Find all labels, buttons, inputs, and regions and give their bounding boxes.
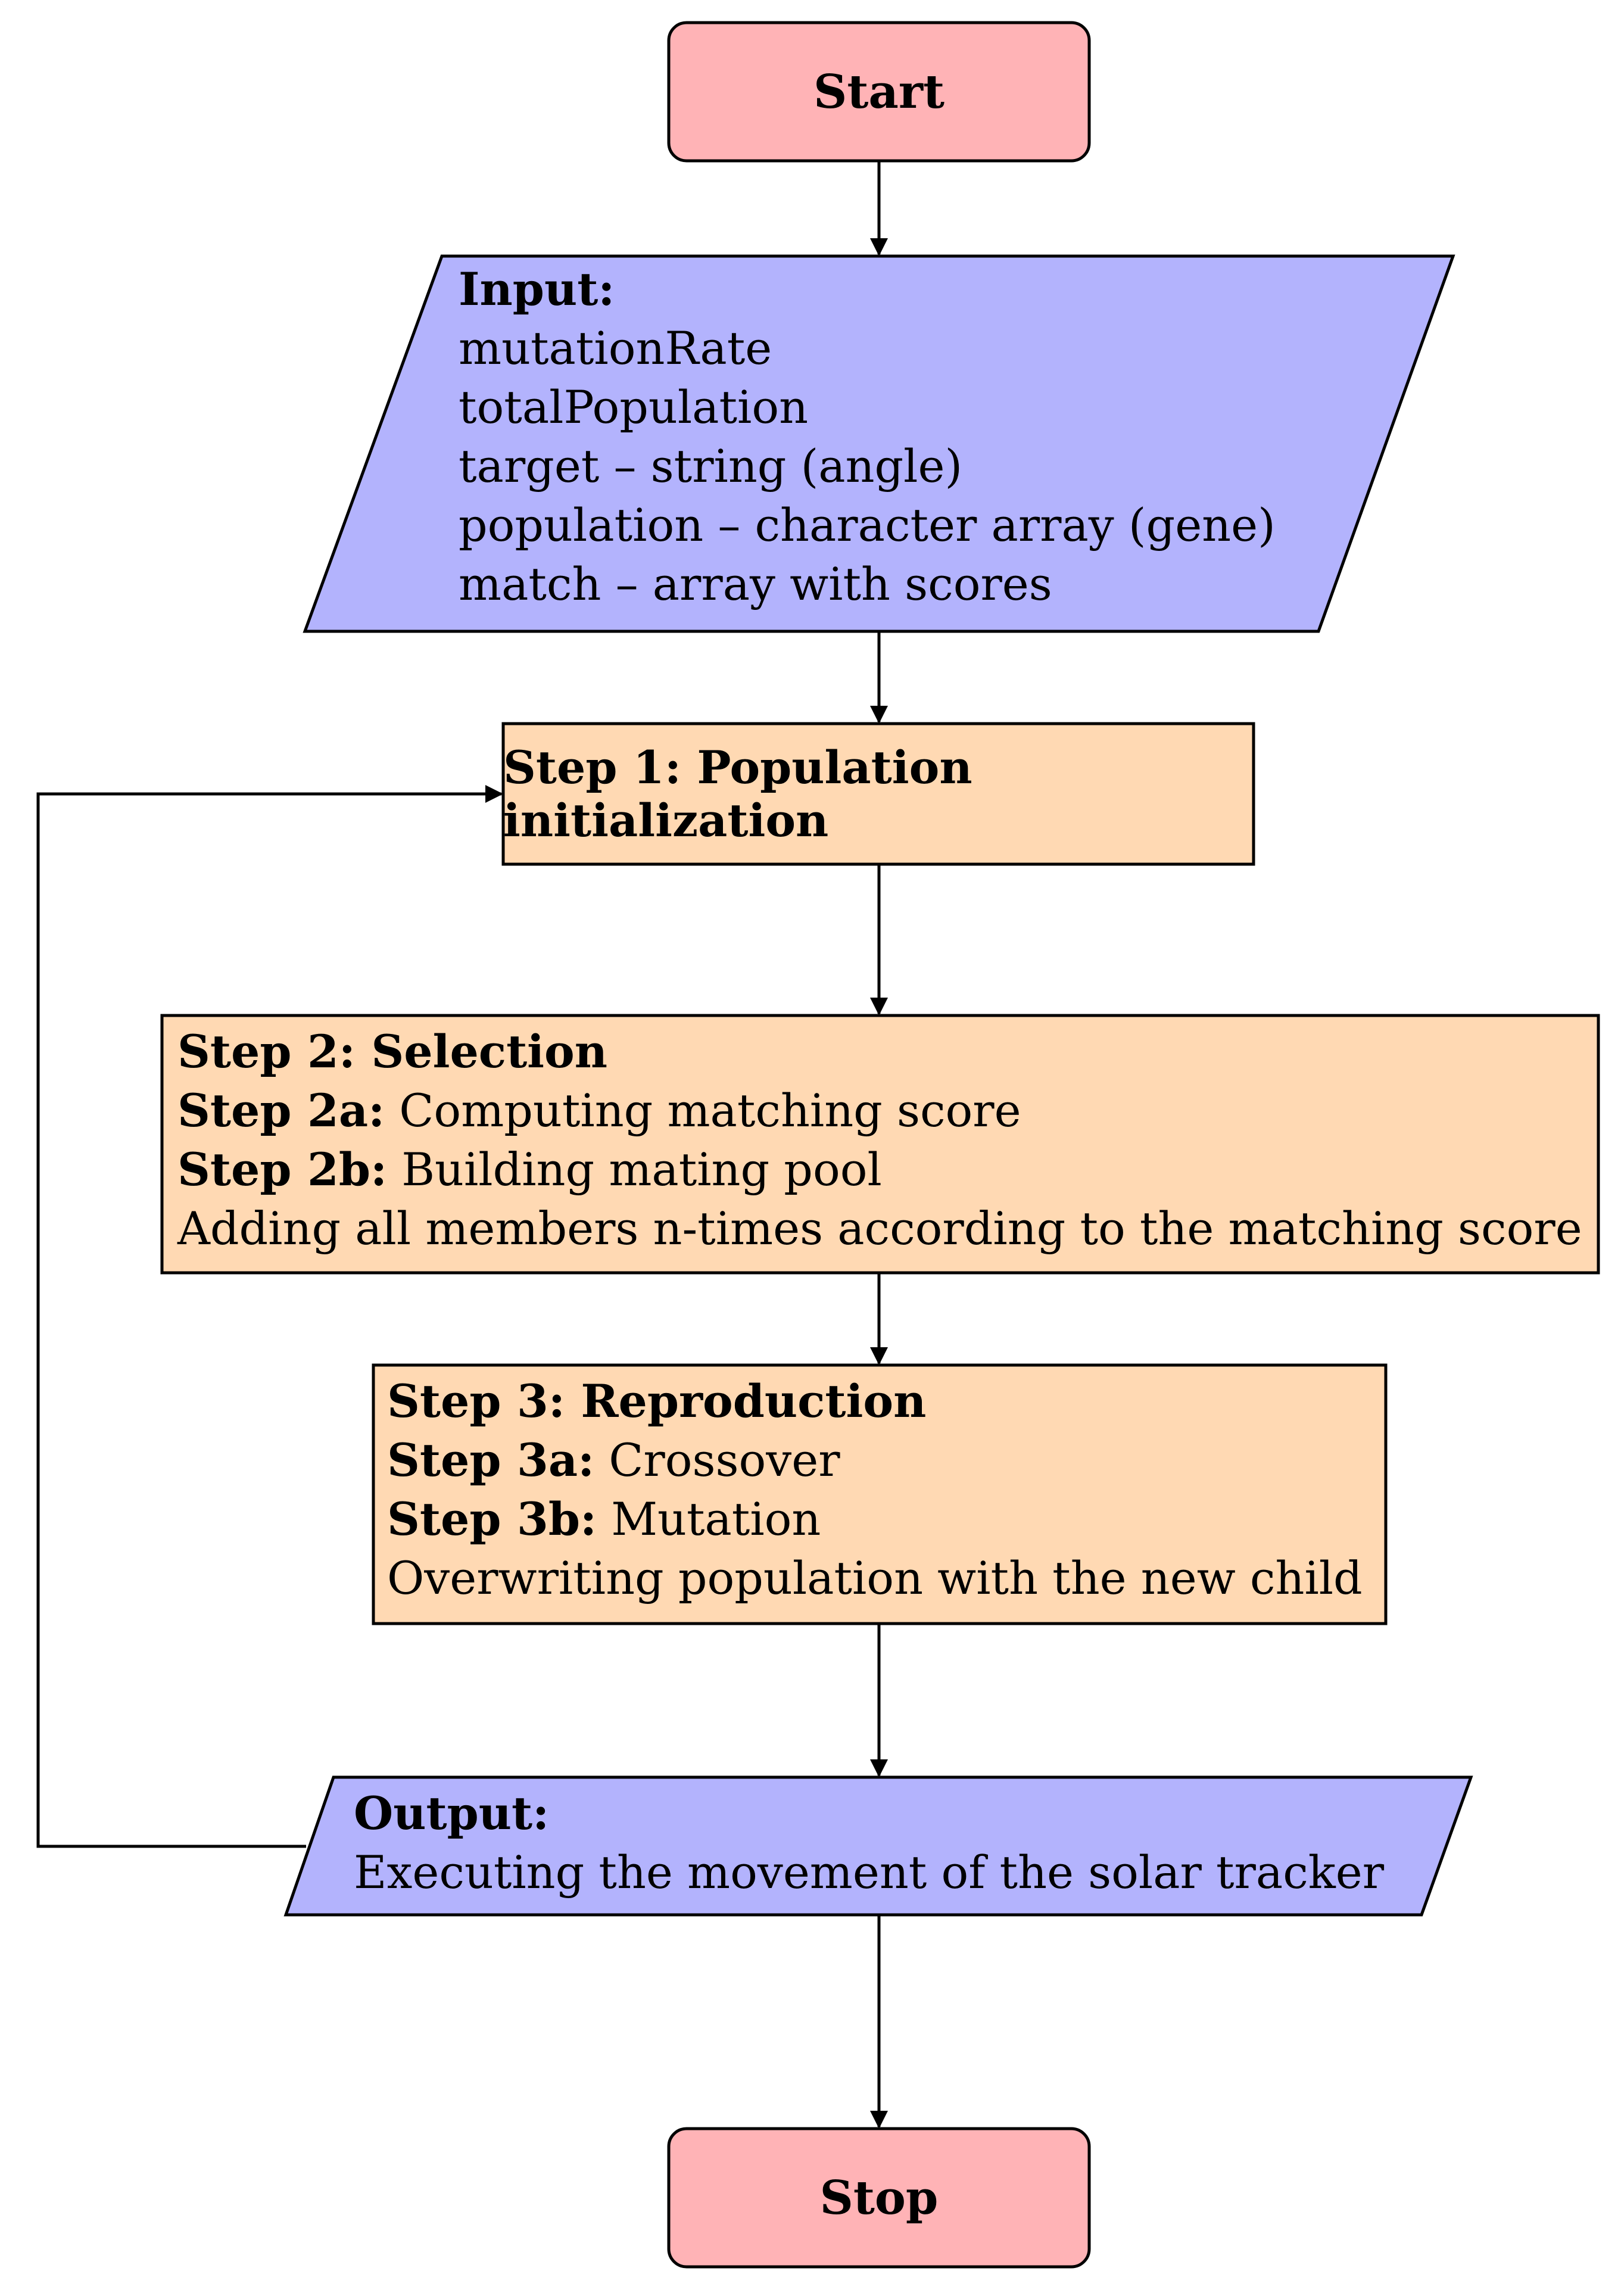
output-parallelogram-shape bbox=[283, 1775, 1473, 1917]
step2a-text: Computing matching score bbox=[385, 1084, 1021, 1137]
step2a-line: Step 2a: Computing matching score bbox=[177, 1081, 1582, 1140]
step2-detail-line: Adding all members n-times according to … bbox=[177, 1202, 1582, 1255]
step3a-text: Crossover bbox=[594, 1434, 840, 1487]
input-line-mutation-rate: mutationRate bbox=[459, 322, 772, 375]
step3a-line: Step 3a: Crossover bbox=[387, 1431, 1363, 1490]
step2b-label: Step 2b: bbox=[177, 1143, 388, 1196]
input-line-match: match – array with scores bbox=[459, 557, 1052, 610]
step3-process-shape bbox=[372, 1363, 1388, 1625]
output-line: Executing the movement of the solar trac… bbox=[354, 1846, 1385, 1899]
input-box-text: Input: mutationRate totalPopulation targ… bbox=[459, 260, 1276, 613]
step2b-text: Building mating pool bbox=[387, 1143, 882, 1196]
step3b-line: Step 3b: Mutation bbox=[387, 1490, 1363, 1549]
step1-process-shape bbox=[501, 722, 1255, 866]
step3-detail-line: Overwriting population with the new chil… bbox=[387, 1552, 1363, 1605]
input-line-target: target – string (angle) bbox=[459, 440, 963, 493]
output-heading: Output: bbox=[354, 1787, 550, 1840]
step2-box-text: Step 2: Selection Step 2a: Computing mat… bbox=[177, 1022, 1582, 1258]
step2-title: Step 2: Selection bbox=[177, 1025, 607, 1078]
input-line-population: population – character array (gene) bbox=[459, 499, 1276, 552]
start-label: Start bbox=[813, 64, 945, 119]
step3-box-text: Step 3: Reproduction Step 3a: Crossover … bbox=[387, 1372, 1363, 1607]
start-terminal: Start bbox=[669, 23, 1089, 161]
stop-label: Stop bbox=[819, 2170, 939, 2225]
step1-label: Step 1: Population initialization bbox=[503, 741, 972, 847]
input-parallelogram-shape bbox=[303, 254, 1455, 633]
loop-arrow-output-to-step1 bbox=[36, 785, 503, 1848]
output-box-text: Output: Executing the movement of the so… bbox=[354, 1784, 1384, 1902]
step2-process-shape bbox=[160, 1014, 1600, 1275]
step2a-label: Step 2a: bbox=[177, 1084, 385, 1137]
input-line-total-population: totalPopulation bbox=[459, 381, 809, 434]
input-heading: Input: bbox=[459, 263, 615, 316]
stop-terminal-shape bbox=[667, 2127, 1091, 2269]
step3b-label: Step 3b: bbox=[387, 1493, 597, 1546]
step2b-line: Step 2b: Building mating pool bbox=[177, 1140, 1582, 1199]
step3-title: Step 3: Reproduction bbox=[387, 1375, 927, 1428]
step3a-label: Step 3a: bbox=[387, 1434, 595, 1487]
stop-terminal: Stop bbox=[669, 2129, 1089, 2267]
step3b-text: Mutation bbox=[597, 1493, 821, 1546]
step1-box: Step 1: Population initialization bbox=[503, 724, 1254, 864]
